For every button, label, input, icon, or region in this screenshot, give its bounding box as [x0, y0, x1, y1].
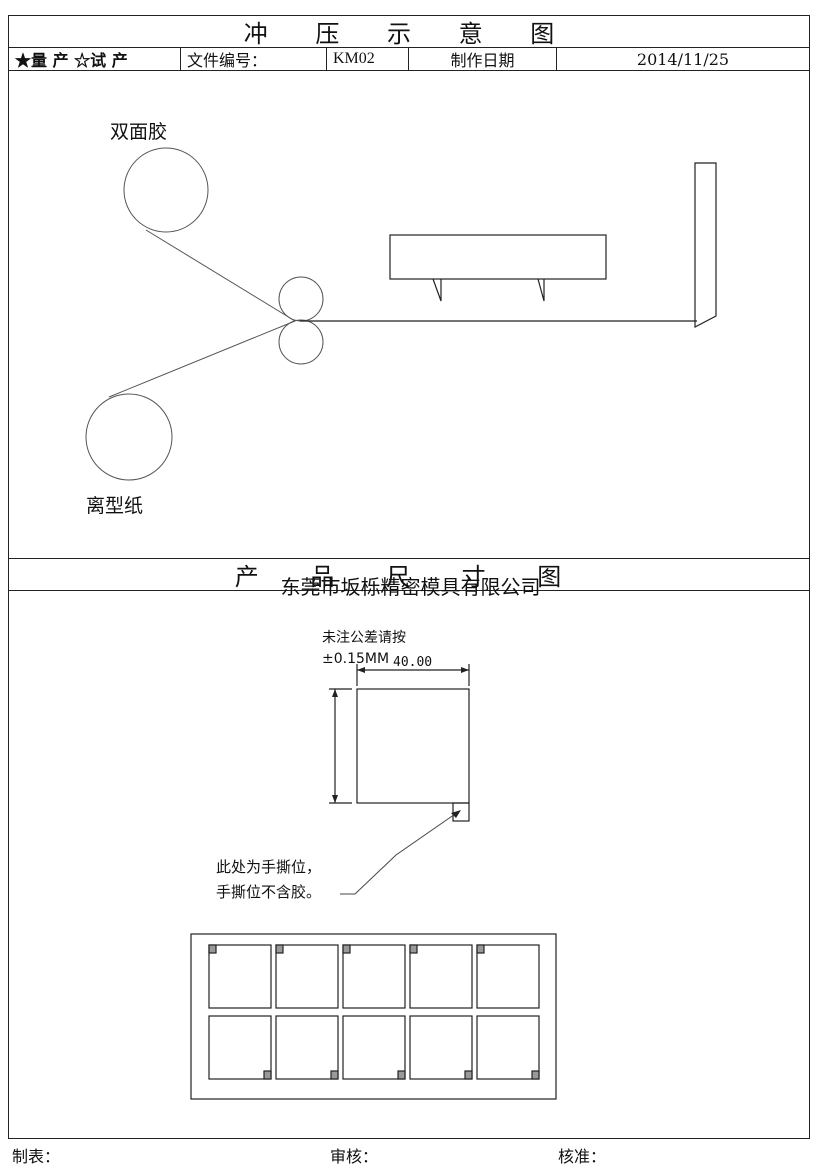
- strip-tear-tab: [263, 1070, 272, 1080]
- punch-pin-right: [537, 278, 545, 302]
- collector-plate: [694, 162, 717, 328]
- strip-tear-tab: [208, 944, 217, 954]
- strip-tear-tab: [409, 944, 418, 954]
- file-no-value: KM02: [327, 48, 409, 70]
- lower-roller: [278, 319, 324, 365]
- width-dimension-value: 40.00: [393, 655, 433, 670]
- date-value: 2014/11/25: [636, 49, 730, 69]
- strip-tear-tab: [397, 1070, 406, 1080]
- strip-cell: [409, 1015, 473, 1080]
- punch-die: [389, 234, 607, 280]
- product-dimension-title: 产 品 尺 寸 图: [234, 562, 584, 591]
- product-outline: [356, 688, 470, 804]
- strip-cell: [275, 1015, 339, 1080]
- tolerance-note-line2: ±0.15MM: [322, 651, 390, 667]
- approved-by-label: 核准：: [558, 1147, 607, 1166]
- strip-tear-tab: [330, 1070, 339, 1080]
- tear-leader-line: [340, 811, 459, 895]
- tear-note-line1: 此处为手撕位，: [216, 858, 322, 876]
- punch-pin-left: [432, 278, 442, 302]
- strip-cell: [208, 944, 272, 1009]
- company-name: 东莞市坂栎精密模具有限公司: [280, 575, 541, 599]
- release-paper-feed-line: [108, 320, 296, 398]
- reviewed-by-label: 审核：: [330, 1147, 379, 1166]
- info-row: ★量 产 ☆试 产 文件编号： KM02 制作日期 2014/11/25: [8, 47, 810, 71]
- strip-cell: [476, 944, 540, 1009]
- strip-cell: [342, 944, 406, 1009]
- tape-roll: [123, 147, 209, 233]
- strip-tear-tab: [275, 944, 284, 954]
- upper-roller: [278, 276, 324, 322]
- tape-label: 双面胶: [110, 121, 168, 143]
- tear-note-line2: 手撕位不含胶。: [216, 883, 322, 901]
- strip-tear-tab: [531, 1070, 540, 1080]
- section-divider-top: [8, 558, 810, 559]
- production-type: ★量 产 ☆试 产: [9, 48, 181, 70]
- strip-tear-tab: [342, 944, 351, 954]
- release-paper-roll: [85, 393, 173, 481]
- date-label: 制作日期: [409, 48, 557, 70]
- tape-feed-line: [145, 229, 296, 322]
- strip-cell: [275, 944, 339, 1009]
- section-divider-bottom: [8, 590, 810, 591]
- strip-cell: [476, 1015, 540, 1080]
- release-paper-label: 离型纸: [86, 495, 144, 517]
- tear-tab: [452, 802, 470, 822]
- strip-tear-tab: [476, 944, 485, 954]
- file-no-label: 文件编号：: [181, 48, 327, 70]
- strip-tear-tab: [464, 1070, 473, 1080]
- tolerance-note-line1: 未注公差请按: [322, 630, 406, 646]
- strip-cell: [342, 1015, 406, 1080]
- made-by-label: 制表：: [12, 1147, 61, 1166]
- strip-cell: [208, 1015, 272, 1080]
- strip-cell: [409, 944, 473, 1009]
- strip-layout: [190, 933, 557, 1100]
